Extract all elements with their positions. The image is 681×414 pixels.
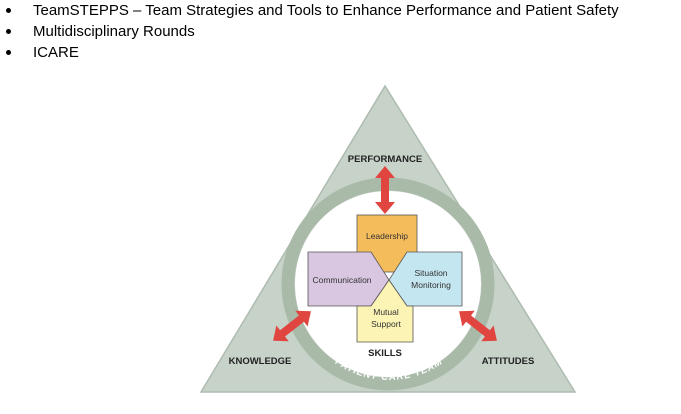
knowledge-arrow: [273, 310, 311, 342]
attitudes-label: ATTITUDES: [482, 356, 535, 367]
performance-label: PERFORMANCE: [348, 154, 422, 165]
bullet-text: TeamSTEPPS – Team Strategies and Tools t…: [33, 2, 619, 19]
bullet-item-icare: ICARE: [0, 42, 619, 63]
mutual-support-box: [356, 279, 414, 343]
communication-label: Communication: [312, 275, 371, 285]
performance-arrow: [375, 166, 395, 214]
bullet-item-teamstepps: TeamSTEPPS – Team Strategies and Tools t…: [0, 0, 619, 21]
teamstepps-diagram: PATIENT CARE TEAM Leadership Communicati…: [195, 80, 580, 400]
knowledge-label: KNOWLEDGE: [229, 356, 292, 367]
leadership-label: Leadership: [366, 231, 408, 241]
teamstepps-diagram-svg: PATIENT CARE TEAM Leadership Communicati…: [199, 84, 577, 393]
skills-label: SKILLS: [368, 348, 402, 359]
mutual-label-line1: Mutual: [373, 307, 399, 317]
bullet-text: Multidisciplinary Rounds: [33, 23, 195, 40]
mutual-label-line2: Support: [371, 319, 401, 329]
bullet-dot: [6, 50, 11, 55]
situation-monitoring-box: [388, 251, 463, 307]
bullet-list: TeamSTEPPS – Team Strategies and Tools t…: [0, 0, 619, 63]
bullet-text: ICARE: [33, 44, 79, 61]
situation-label-line1: Situation: [414, 268, 447, 278]
situation-label-line2: Monitoring: [411, 280, 451, 290]
bullet-dot: [6, 29, 11, 34]
attitudes-arrow: [459, 310, 497, 342]
bullet-dot: [6, 8, 11, 13]
bullet-item-rounds: Multidisciplinary Rounds: [0, 21, 619, 42]
